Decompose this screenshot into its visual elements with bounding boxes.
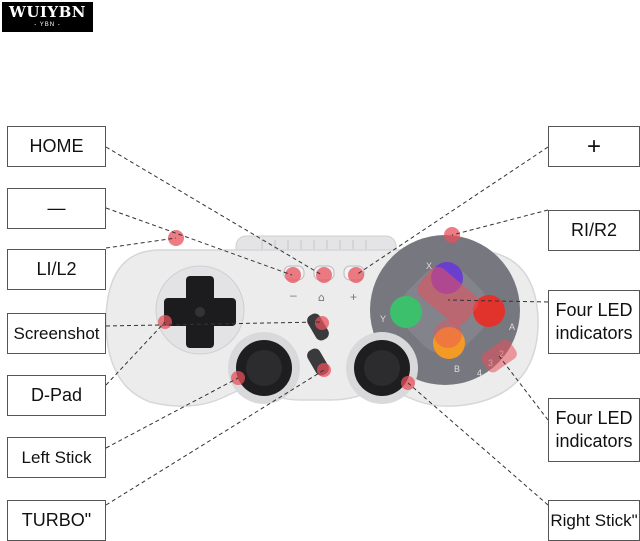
a-label: A [509,322,515,332]
label-led-indicators-2: Four LED indicators [548,398,640,462]
svg-text:+: + [350,290,357,304]
label-led-indicators-1: Four LED indicators [548,290,640,354]
marker-minus [285,267,301,283]
marker-plus [348,267,364,283]
marker-led-top [417,267,479,325]
line-right-stick [407,382,549,506]
x-label: X [426,261,432,271]
label-home: HOME [7,126,106,167]
line-r1r2 [451,209,549,236]
marker-home [316,267,332,283]
line-led1 [447,299,549,303]
brand-logo-text: WUIYBN [8,3,87,21]
brand-logo: WUIYBN - YBN - [2,2,93,32]
svg-text:–: – [290,288,297,302]
led-number-4: 4 [477,368,482,378]
led-number-1: 1 [511,341,516,351]
line-left-stick [105,377,239,449]
line-l1l2 [105,237,177,249]
label-plus: + [548,126,640,167]
y-button [390,296,422,328]
line-turbo [105,369,325,506]
label-dpad: D-Pad [7,375,106,416]
line-dpad [105,321,166,386]
b-label: B [454,364,460,374]
a-button [473,295,505,327]
label-led2-line2: indicators [555,431,633,451]
label-r1r2: RI/R2 [548,210,640,251]
line-minus [105,207,293,276]
label-led2-line1: Four LED [555,408,633,428]
label-led1-line1: Four LED [555,300,633,320]
y-label: Y [380,314,386,324]
label-left-stick: Left Stick [7,437,106,478]
line-screenshot [105,321,321,327]
label-led1-line2: indicators [555,323,633,343]
label-turbo: TURBO" [7,500,106,541]
label-l1l2: LI/L2 [7,249,106,290]
svg-text:⌂: ⌂ [318,291,325,304]
marker-right-center [315,316,329,330]
label-screenshot: Screenshot [7,313,106,354]
b-button [433,327,465,359]
brand-logo-subtext: - YBN - [34,22,61,28]
label-minus: — [7,188,106,229]
line-plus [355,146,549,276]
marker-turbo [317,363,331,377]
